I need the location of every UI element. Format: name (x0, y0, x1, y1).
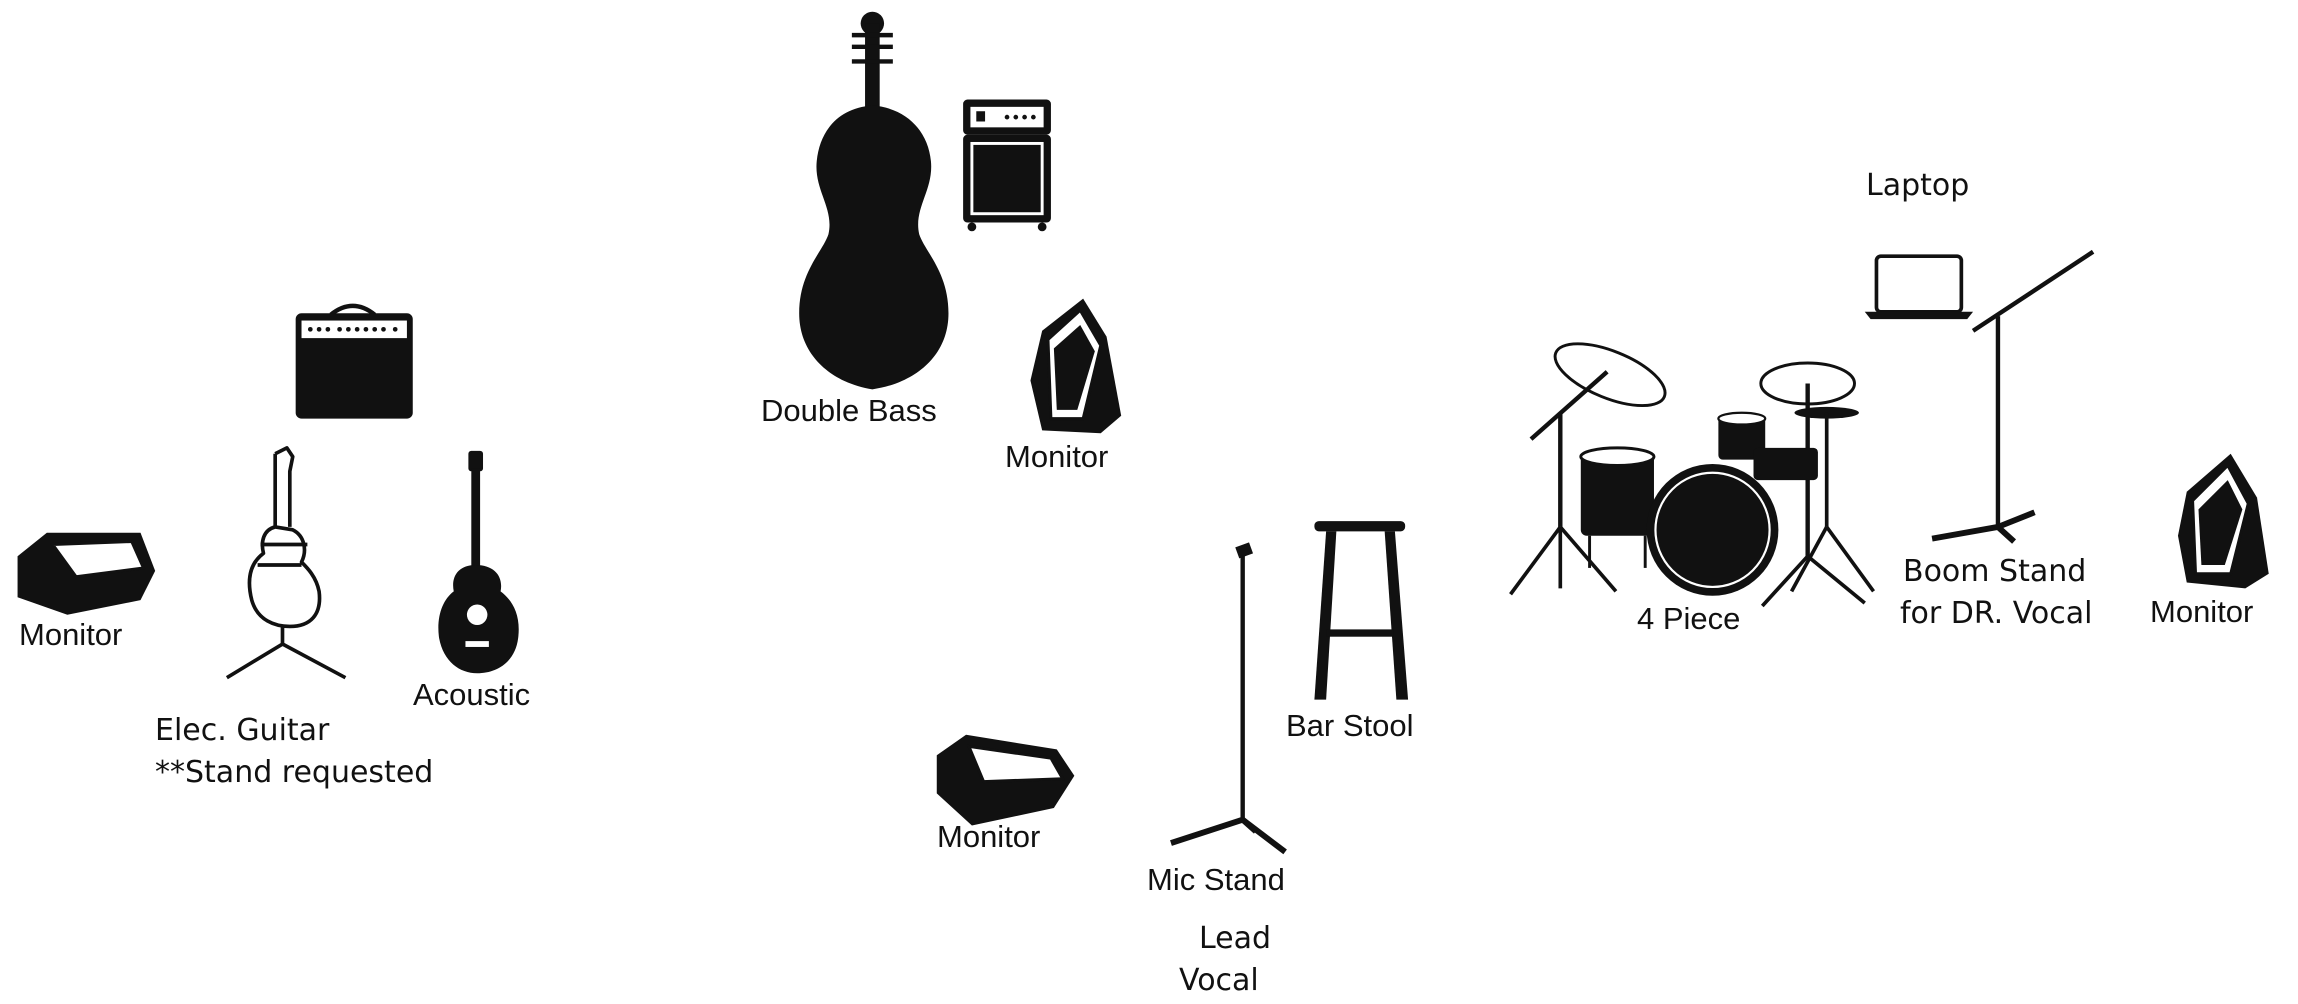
monitor-label-right: Monitor (2150, 594, 2253, 630)
acoustic-label: Acoustic (413, 677, 530, 713)
bar-stool-label: Bar Stool (1286, 708, 1414, 744)
double-bass-icon (799, 12, 948, 390)
mic-stand-icon (1171, 542, 1285, 852)
monitor-icon (937, 735, 1075, 826)
elec-guitar-label: Elec. Guitar (155, 713, 329, 749)
lead-vocal-label-2: Vocal (1179, 963, 1259, 999)
laptop-label: Laptop (1866, 168, 1969, 204)
drum-kit-icon (1511, 331, 1874, 606)
guitar-amp-icon (296, 306, 413, 419)
double-bass-label: Double Bass (761, 393, 937, 429)
monitor-icon (18, 533, 156, 615)
monitor-label-front: Monitor (937, 819, 1040, 855)
boom-stand-label-2: for DR. Vocal (1900, 596, 2093, 632)
drum-kit-label: 4 Piece (1637, 601, 1740, 637)
boom-stand-icon (1932, 252, 2093, 542)
mic-stand-label: Mic Stand (1147, 862, 1285, 898)
stand-requested-note: **Stand requested (155, 755, 433, 791)
acoustic-guitar-icon (438, 451, 518, 673)
monitor-label-left: Monitor (19, 617, 122, 653)
monitor-icon (2178, 454, 2269, 589)
laptop-icon (1865, 256, 1973, 319)
lead-vocal-label-1: Lead (1199, 921, 1271, 957)
bass-amp-icon (963, 100, 1051, 232)
boom-stand-label-1: Boom Stand (1903, 554, 2086, 590)
electric-guitar-icon (227, 448, 346, 678)
monitor-label-bass: Monitor (1005, 439, 1108, 475)
bar-stool-icon (1314, 521, 1408, 700)
monitor-icon (1030, 299, 1121, 434)
